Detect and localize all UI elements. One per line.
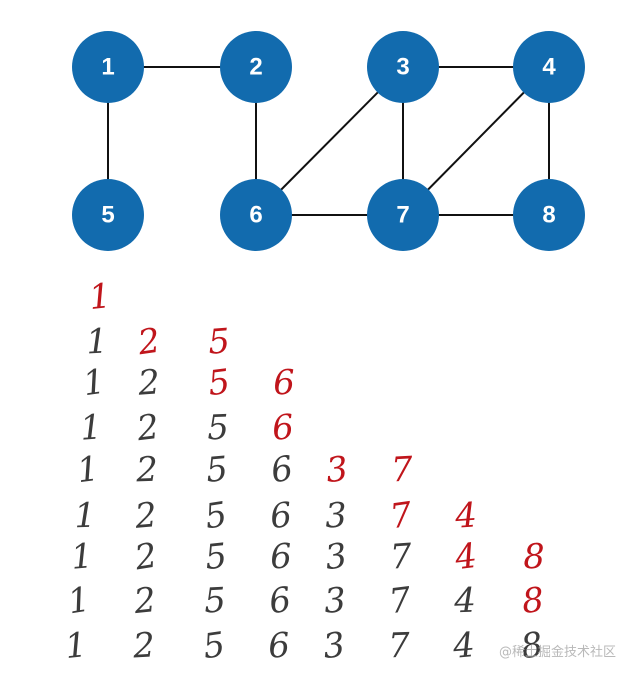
trace-item: 8 xyxy=(521,536,546,578)
trace-item: 1 xyxy=(87,275,113,319)
node-circle xyxy=(72,31,144,103)
node-label: 7 xyxy=(396,201,409,228)
trace-item: 5 xyxy=(206,407,230,449)
node-8: 8 xyxy=(513,179,585,251)
trace-item: 7 xyxy=(387,625,411,667)
trace-item: 2 xyxy=(132,625,156,667)
trace-item: 5 xyxy=(202,580,227,622)
trace-item: 2 xyxy=(131,535,160,579)
trace-item: 1 xyxy=(74,448,102,492)
trace-item: 8 xyxy=(520,580,546,622)
trace-item: 6 xyxy=(268,448,296,492)
node-3: 3 xyxy=(367,31,439,103)
node-label: 2 xyxy=(249,53,262,80)
trace-item: 4 xyxy=(454,495,479,537)
node-label: 5 xyxy=(101,201,114,228)
graph-nodes: 1 2 3 4 5 6 7 8 xyxy=(72,31,585,251)
trace-item: 2 xyxy=(131,579,158,623)
trace-item: 3 xyxy=(320,624,348,668)
trace-item: 5 xyxy=(207,321,232,363)
trace-item: 5 xyxy=(205,361,232,405)
trace-item: 6 xyxy=(270,407,296,449)
node-circle xyxy=(220,179,292,251)
graph-diagram: 1 2 3 4 5 6 7 8 xyxy=(72,31,585,251)
trace-item: 6 xyxy=(268,494,295,538)
trace-item: 6 xyxy=(266,625,292,667)
trace-item: 5 xyxy=(200,624,228,668)
node-2: 2 xyxy=(220,31,292,103)
trace-item: 2 xyxy=(135,320,163,364)
node-1: 1 xyxy=(72,31,144,103)
node-7: 7 xyxy=(367,179,439,251)
trace-item: 4 xyxy=(453,580,477,622)
trace-item: 1 xyxy=(69,536,95,578)
trace-item: 6 xyxy=(268,536,293,578)
node-label: 1 xyxy=(101,53,114,80)
node-circle xyxy=(513,31,585,103)
trace-item: 1 xyxy=(85,321,109,363)
trace-item: 1 xyxy=(78,407,104,449)
trace-item: 2 xyxy=(133,495,159,537)
node-circle xyxy=(220,31,292,103)
trace-item: 1 xyxy=(65,579,93,623)
trace-item: 2 xyxy=(134,406,161,450)
trace-item: 3 xyxy=(322,535,349,579)
trace-item: 2 xyxy=(135,449,159,491)
node-circle xyxy=(367,179,439,251)
node-label: 6 xyxy=(249,201,262,228)
node-circle xyxy=(513,179,585,251)
trace-item: 6 xyxy=(266,579,294,623)
trace-item: 5 xyxy=(202,535,229,579)
trace-item: 1 xyxy=(80,361,108,405)
trace-item: 5 xyxy=(204,449,230,491)
trace-item: 7 xyxy=(386,579,413,623)
trace-item: 3 xyxy=(322,580,347,622)
trace-item: 5 xyxy=(202,494,231,538)
trace-item: 1 xyxy=(73,495,97,537)
node-5: 5 xyxy=(72,179,144,251)
trace-item: 7 xyxy=(390,449,414,491)
trace-item: 6 xyxy=(271,362,296,404)
trace-item: 7 xyxy=(387,494,415,538)
watermark: @稀土掘金技术社区 xyxy=(498,645,616,660)
trace-item: 7 xyxy=(388,536,413,578)
node-4: 4 xyxy=(513,31,585,103)
node-6: 6 xyxy=(220,179,292,251)
trace-item: 4 xyxy=(451,625,477,667)
node-label: 3 xyxy=(396,53,409,80)
node-label: 4 xyxy=(542,53,556,80)
trace-item: 3 xyxy=(324,495,349,537)
node-circle xyxy=(367,31,439,103)
trace-item: 1 xyxy=(63,624,89,668)
trace-item: 2 xyxy=(136,362,161,404)
graph-edges xyxy=(107,66,550,216)
node-circle xyxy=(72,179,144,251)
trace-item: 3 xyxy=(324,448,350,492)
node-label: 8 xyxy=(542,201,555,228)
trace-item: 4 xyxy=(452,535,479,579)
